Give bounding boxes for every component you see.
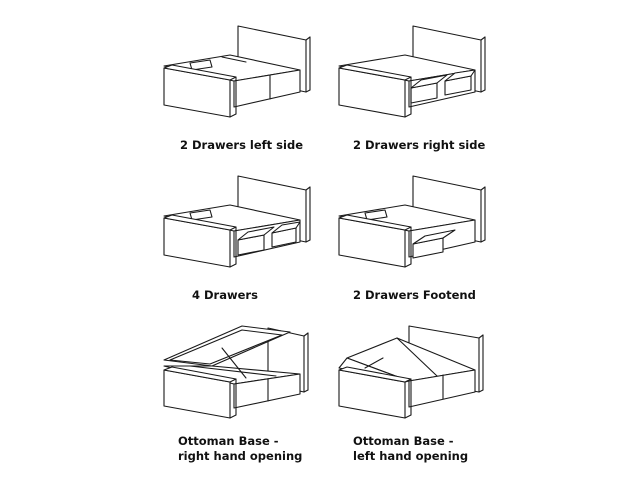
- bed-4-drawers-illustration: [163, 175, 311, 268]
- option-ottoman-right-hand: Ottoman Base - right hand opening: [150, 318, 320, 478]
- bed-2-drawers-right-side-illustration: [338, 25, 486, 118]
- option-4-drawers: 4 Drawers: [150, 168, 320, 313]
- bed-2-drawers-left-side-illustration: [163, 25, 311, 118]
- option-ottoman-left-hand: Ottoman Base - left hand opening: [325, 318, 495, 478]
- caption-line: 4 Drawers: [192, 288, 258, 302]
- bed-ottoman-left-hand-illustration: [338, 325, 484, 419]
- bed-ottoman-right-hand-illustration: [163, 325, 309, 419]
- caption-line: Ottoman Base -: [353, 434, 454, 448]
- option-caption: 2 Drawers left side: [180, 138, 303, 153]
- option-caption: 2 Drawers Footend: [353, 288, 476, 303]
- option-2-drawers-footend: 2 Drawers Footend: [325, 168, 495, 313]
- option-caption: 4 Drawers: [192, 288, 258, 303]
- bed-2-drawers-footend-illustration: [338, 175, 486, 268]
- option-caption: Ottoman Base - right hand opening: [178, 434, 302, 464]
- option-2-drawers-right-side: 2 Drawers right side: [325, 18, 495, 163]
- caption-line: 2 Drawers right side: [353, 138, 486, 152]
- caption-line: Ottoman Base -: [178, 434, 279, 448]
- option-caption: Ottoman Base - left hand opening: [353, 434, 468, 464]
- caption-line: 2 Drawers left side: [180, 138, 303, 152]
- caption-line: left hand opening: [353, 449, 469, 463]
- option-caption: 2 Drawers right side: [353, 138, 485, 153]
- caption-line: right hand opening: [178, 449, 303, 463]
- option-2-drawers-left-side: 2 Drawers left side: [150, 18, 320, 163]
- caption-line: 2 Drawers Footend: [353, 288, 476, 302]
